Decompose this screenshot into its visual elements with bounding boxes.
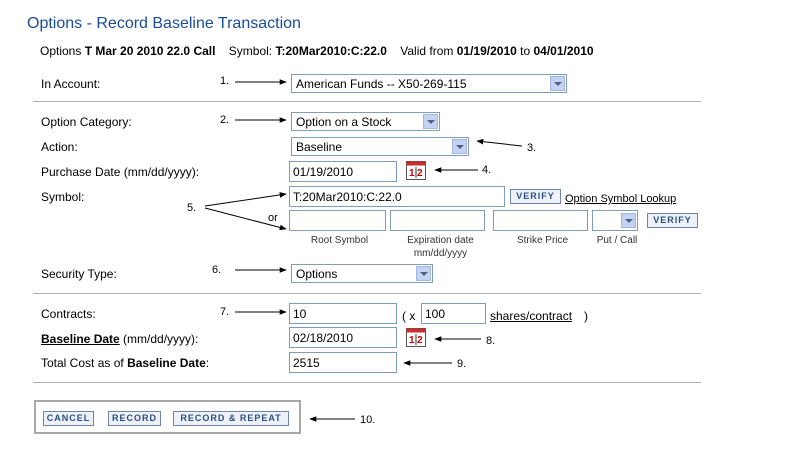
summary-to-label: to — [520, 44, 531, 58]
or-label: or — [268, 212, 278, 224]
chevron-down-icon[interactable] — [550, 76, 565, 91]
baseline-date-label: Baseline Date (mm/dd/yyyy): — [41, 332, 198, 346]
annotation-8: 8. — [486, 335, 496, 347]
symbol-input[interactable]: T:20Mar2010:C:22.0 — [289, 186, 505, 207]
purchase-date-value: 01/19/2010 — [293, 165, 354, 179]
purchase-date-label: Purchase Date (mm/dd/yyyy): — [41, 165, 200, 179]
multiplier-close: ) — [584, 309, 588, 323]
summary-valid-label: Valid from — [400, 44, 454, 58]
summary-option: T Mar 20 2010 22.0 Call — [84, 44, 216, 58]
option-category-label: Option Category: — [41, 115, 132, 129]
verify-components-button[interactable]: VERIFY — [647, 213, 698, 228]
total-cost-label: Total Cost as of Baseline Date: — [41, 356, 209, 370]
shares-per-contract-link[interactable]: shares/contract — [490, 309, 573, 323]
summary-valid-to: 04/01/2010 — [533, 44, 594, 58]
annotation-5: 5. — [187, 202, 197, 214]
chevron-down-icon[interactable] — [452, 139, 467, 154]
summary-symbol: T:20Mar2010:C:22.0 — [275, 44, 387, 58]
annotation-6: 6. — [212, 264, 222, 276]
total-cost-suffix: : — [205, 356, 210, 370]
total-cost-input[interactable]: 2515 — [289, 352, 397, 373]
record-button[interactable]: RECORD — [108, 411, 161, 426]
root-symbol-input[interactable] — [289, 210, 386, 231]
action-button-group — [34, 400, 301, 434]
account-select-value: American Funds -- X50-269-115 — [296, 77, 467, 91]
svg-text:2: 2 — [417, 168, 423, 179]
divider — [33, 382, 701, 383]
security-type-label: Security Type: — [41, 267, 117, 281]
expiration-date-caption: Expiration date — [407, 235, 474, 246]
multiplier-value: 100 — [425, 307, 446, 321]
action-value: Baseline — [296, 140, 343, 154]
symbol-value: T:20Mar2010:C:22.0 — [293, 190, 402, 204]
strike-price-caption: Strike Price — [516, 235, 569, 246]
annotation-3: 3. — [527, 142, 537, 154]
put-call-select[interactable] — [592, 210, 638, 231]
svg-text:2: 2 — [417, 335, 423, 346]
annotation-9: 9. — [457, 358, 467, 370]
symbol-label: Symbol: — [41, 190, 85, 204]
multiplier-input[interactable]: 100 — [421, 303, 486, 324]
verify-symbol-button[interactable]: VERIFY — [510, 189, 561, 204]
security-type-select[interactable]: Options — [291, 264, 433, 283]
option-symbol-lookup-link[interactable]: Option Symbol Lookup — [565, 193, 677, 205]
arrow-5b — [204, 207, 287, 231]
put-call-caption: Put / Call — [596, 235, 638, 246]
annotation-1: 1. — [220, 75, 230, 87]
account-label: In Account: — [41, 77, 101, 91]
option-category-select[interactable]: Option on a Stock — [291, 112, 440, 131]
chevron-down-icon[interactable] — [416, 266, 431, 281]
total-cost-prefix: Total Cost as of — [41, 356, 124, 370]
annotation-10: 10. — [360, 414, 376, 426]
chevron-down-icon[interactable] — [621, 213, 636, 228]
svg-text:1: 1 — [409, 168, 415, 179]
strike-price-input[interactable] — [493, 210, 588, 231]
annotation-7: 7. — [220, 306, 230, 318]
total-cost-value: 2515 — [293, 356, 320, 370]
arrow-3 — [476, 138, 523, 147]
page-title: Options - Record Baseline Transaction — [27, 15, 301, 32]
contracts-label: Contracts: — [41, 307, 96, 321]
baseline-date-format: (mm/dd/yyyy): — [123, 332, 199, 346]
baseline-date-input[interactable]: 02/18/2010 — [289, 327, 397, 348]
svg-text:1: 1 — [409, 335, 415, 346]
action-select[interactable]: Baseline — [291, 137, 469, 156]
expiration-date-input[interactable] — [390, 210, 485, 231]
action-label: Action: — [41, 140, 78, 154]
account-select[interactable]: American Funds -- X50-269-115 — [291, 74, 567, 93]
contracts-value: 10 — [293, 307, 307, 321]
summary-valid-from: 01/19/2010 — [456, 44, 517, 58]
baseline-date-value: 02/18/2010 — [293, 331, 354, 345]
divider — [33, 293, 701, 294]
summary-prefix: Options — [40, 44, 82, 58]
root-symbol-caption: Root Symbol — [310, 235, 369, 246]
arrow-5a — [204, 192, 287, 207]
cancel-button[interactable]: CANCEL — [43, 411, 94, 426]
record-repeat-button[interactable]: RECORD & REPEAT — [173, 411, 289, 426]
divider — [33, 101, 701, 102]
baseline-date-link[interactable]: Baseline Date — [41, 332, 120, 346]
option-summary: Options T Mar 20 2010 22.0 Call Symbol: … — [40, 44, 594, 58]
annotation-2: 2. — [220, 114, 230, 126]
security-type-value: Options — [296, 267, 338, 281]
option-category-value: Option on a Stock — [296, 115, 392, 129]
total-cost-bold: Baseline Date — [127, 356, 206, 370]
purchase-date-input[interactable]: 01/19/2010 — [289, 161, 397, 182]
contracts-input[interactable]: 10 — [289, 303, 397, 324]
calendar-icon[interactable]: 1 2 — [406, 328, 426, 347]
annotation-4: 4. — [482, 164, 492, 176]
summary-symbol-label: Symbol: — [228, 44, 273, 58]
multiplier-open: ( x — [402, 309, 416, 323]
expiration-format-caption: mm/dd/yyyy — [413, 248, 468, 259]
chevron-down-icon[interactable] — [423, 114, 438, 129]
calendar-icon[interactable]: 1 2 — [406, 161, 426, 180]
